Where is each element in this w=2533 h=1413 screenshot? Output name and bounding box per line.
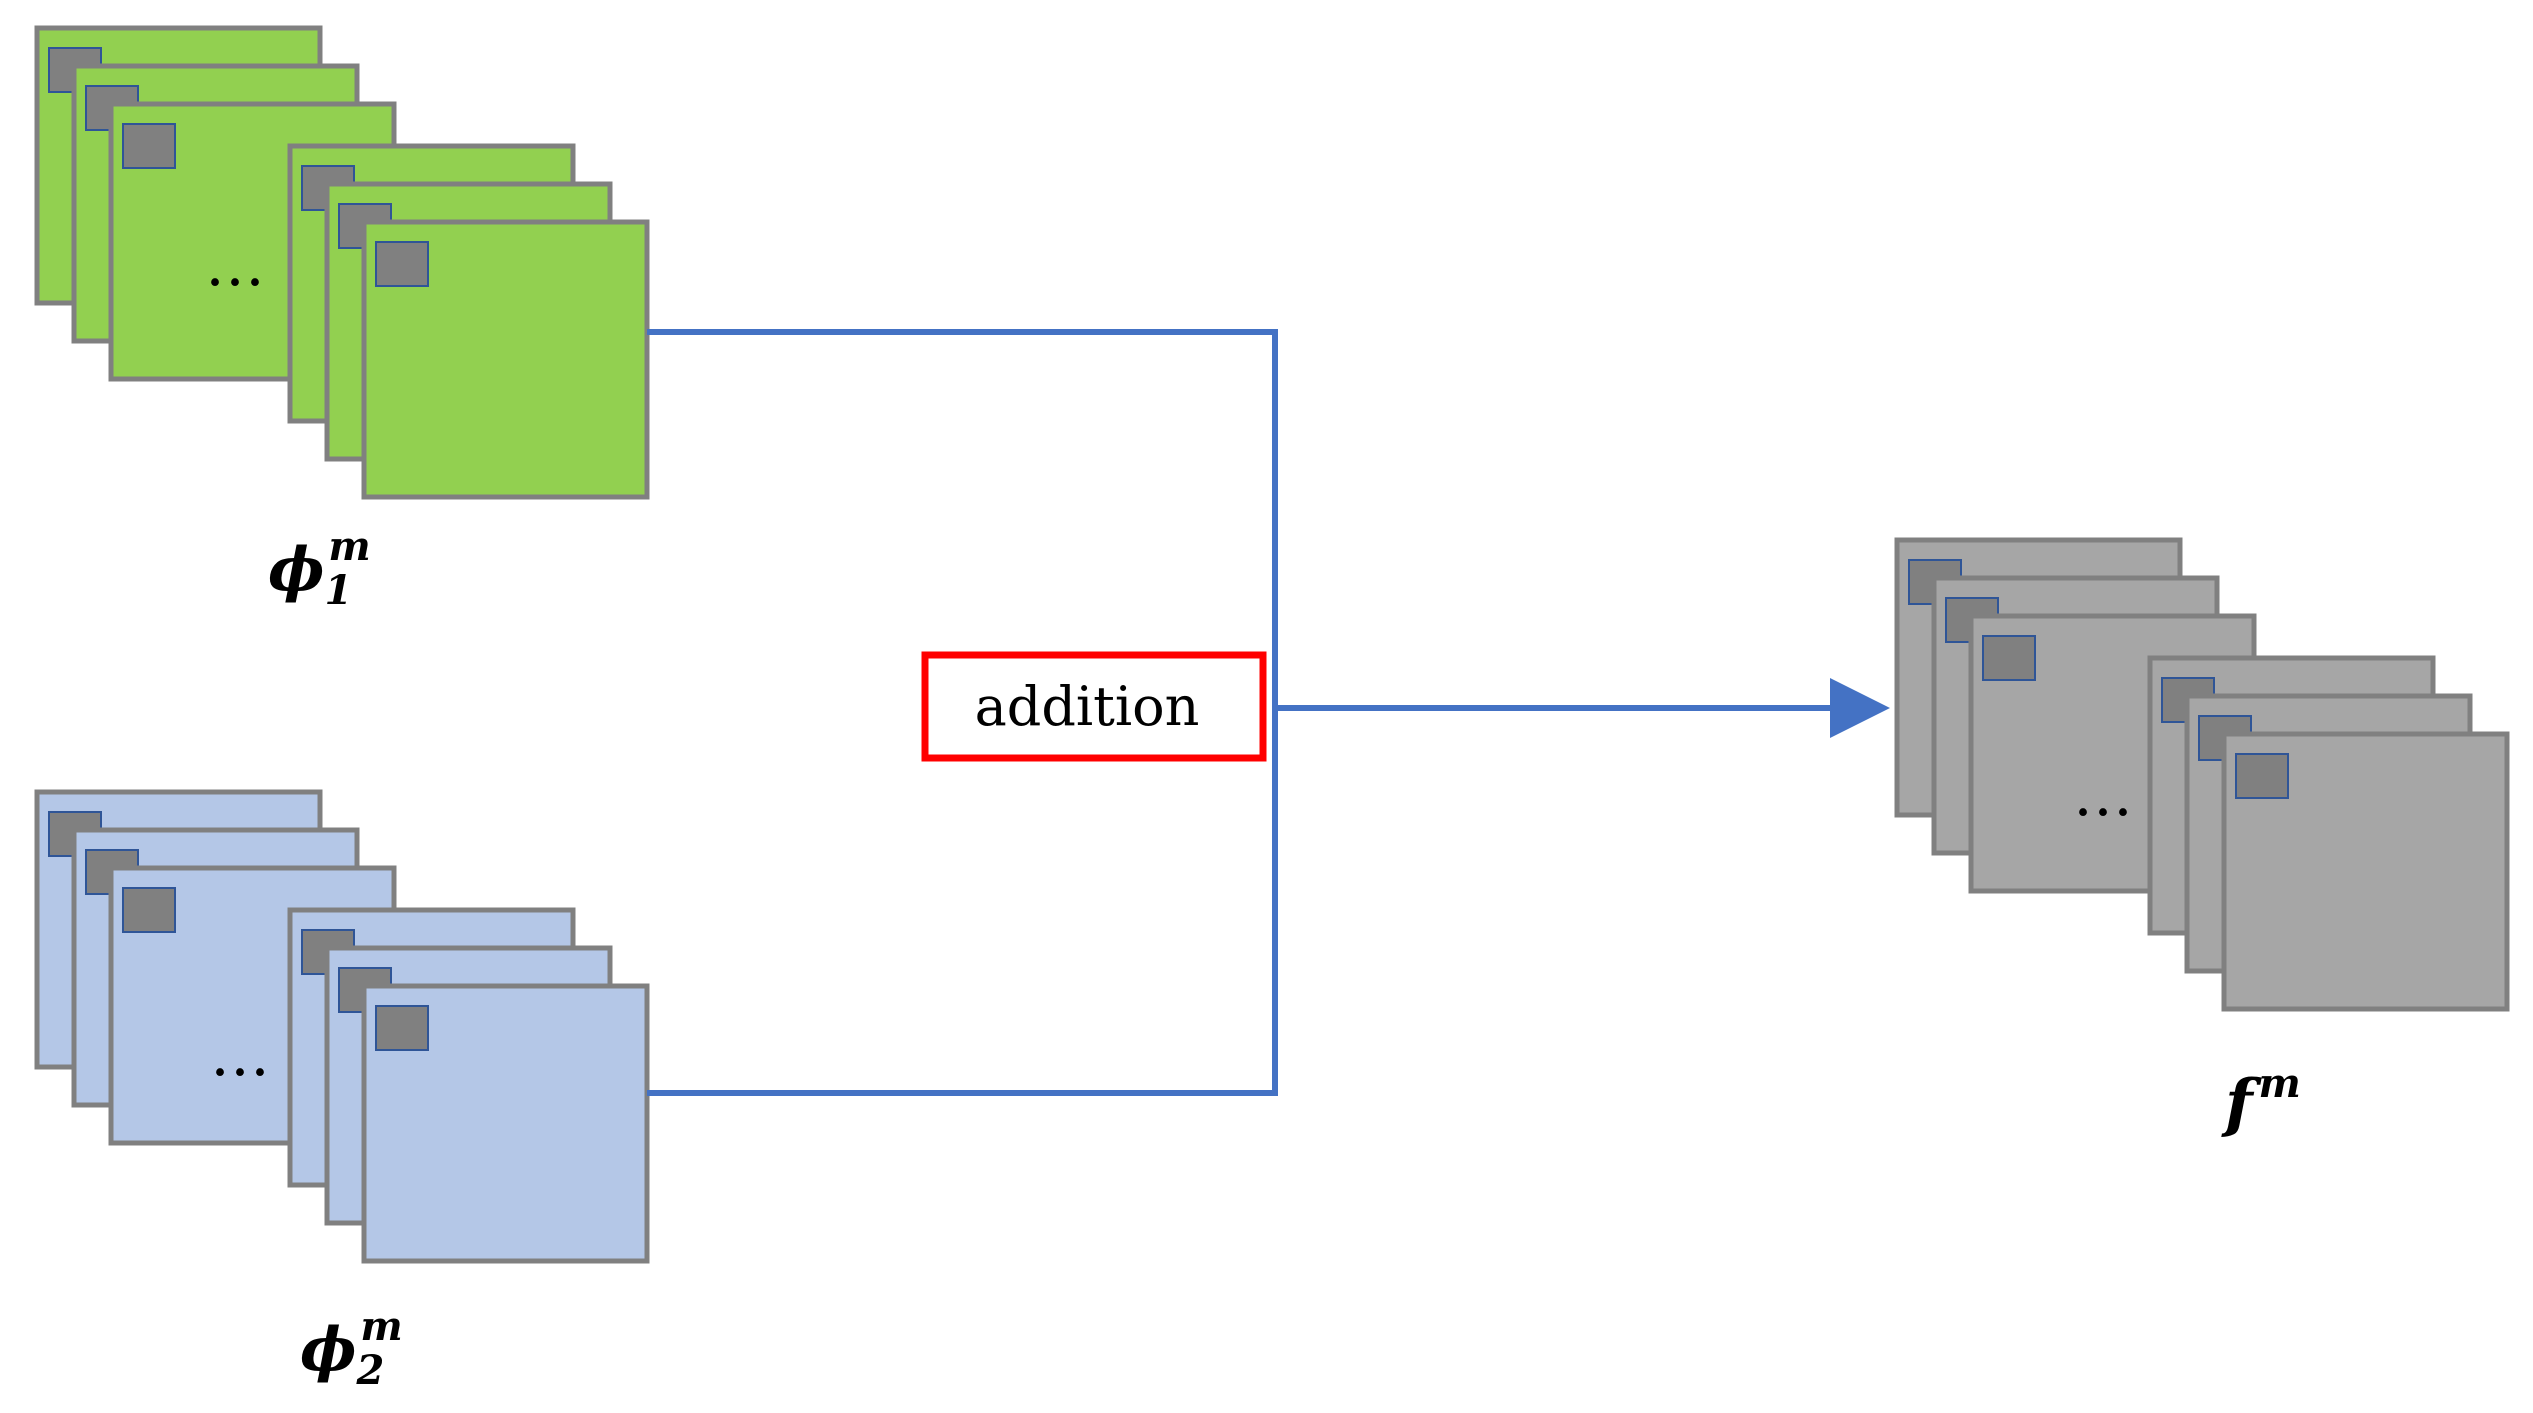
phi2-patch xyxy=(122,887,176,933)
phi2-feature-map-stack: … xyxy=(34,789,650,1264)
phi1-connector-line xyxy=(647,329,1278,708)
f-ellipsis: … xyxy=(2073,760,2133,830)
addition-label: addition xyxy=(975,675,1200,738)
phi2-connector-line xyxy=(647,708,1278,1096)
addition-box xyxy=(921,651,1267,762)
phi2-ellipsis: … xyxy=(210,1020,270,1090)
f-patch xyxy=(1982,635,2036,681)
phi1-patch xyxy=(122,123,176,169)
phi1-patch xyxy=(375,241,429,287)
f-patch xyxy=(2235,753,2289,799)
phi2-label: ϕ2m xyxy=(300,1303,403,1394)
phi1-label: ϕ1m xyxy=(268,523,371,614)
phi1-ellipsis: … xyxy=(205,230,265,300)
fused-feature-map-stack: … xyxy=(1894,537,2510,1012)
phi2-patch xyxy=(375,1005,429,1051)
phi1-feature-map-stack: … xyxy=(34,25,650,500)
